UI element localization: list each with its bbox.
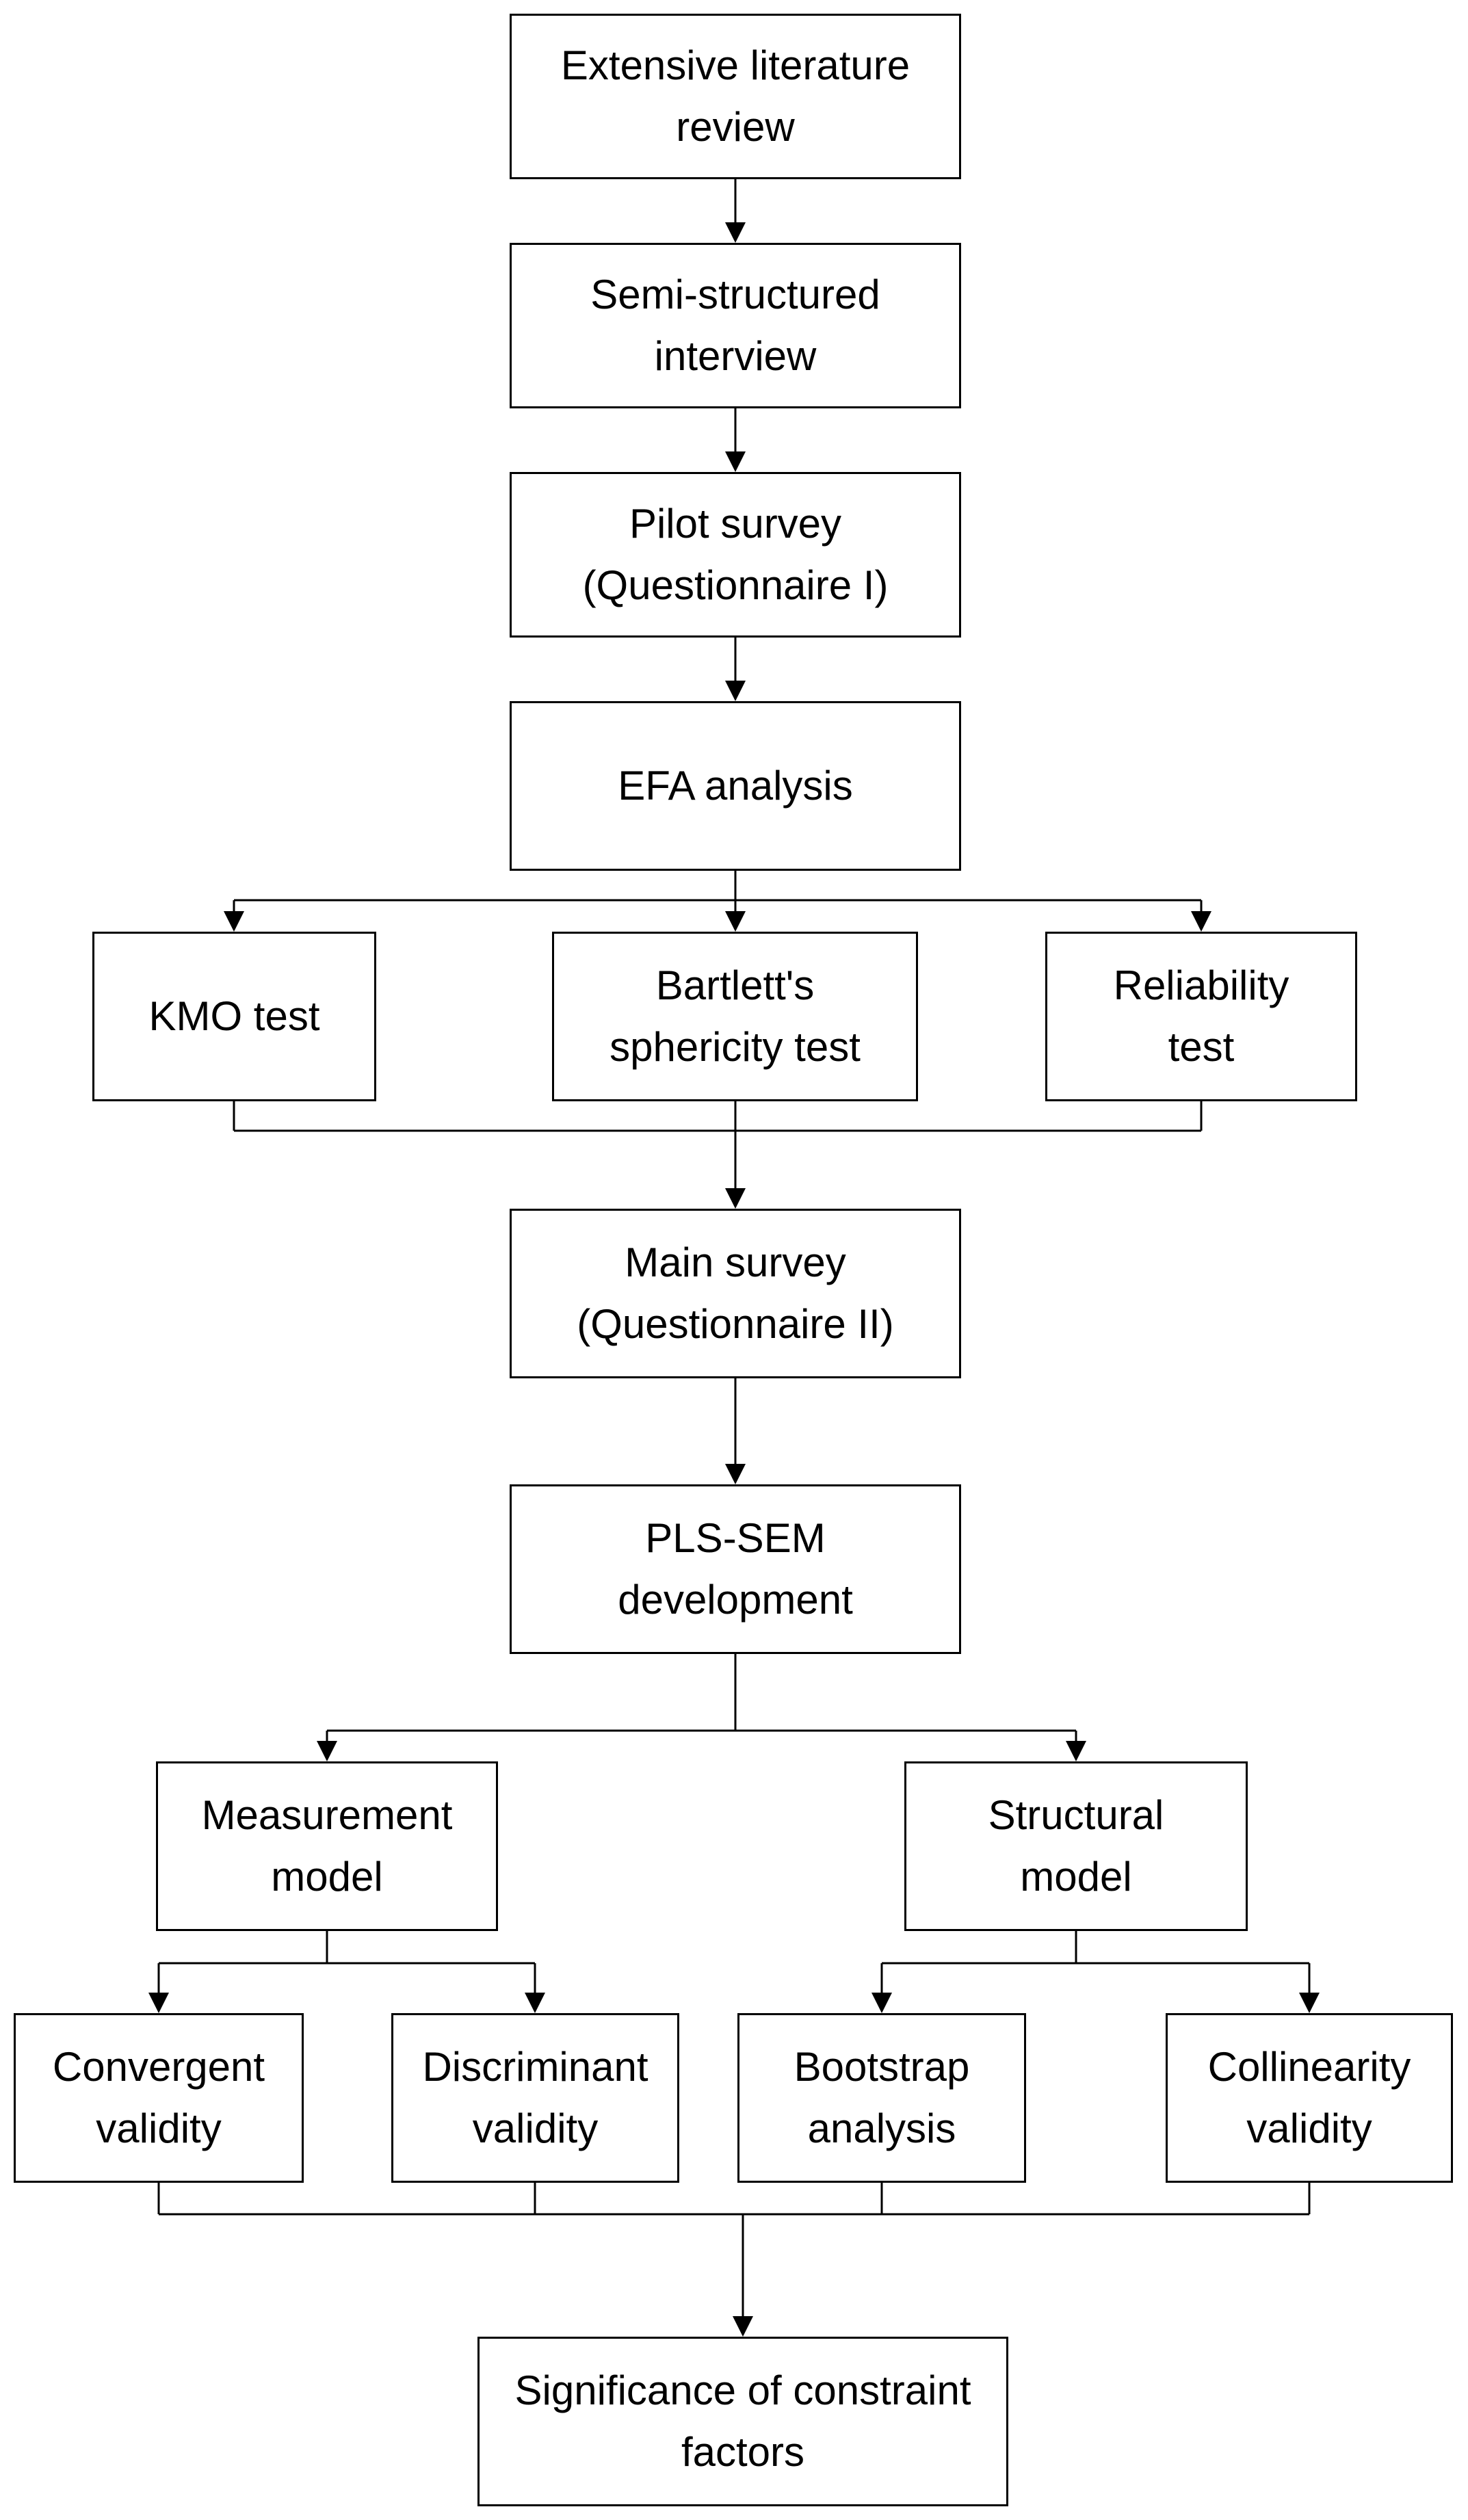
node-pilot-survey-line-2: (Questionnaire I) xyxy=(582,562,889,608)
node-measurement-model-line-2: model xyxy=(271,1854,383,1900)
node-pls-sem-development-line-2: development xyxy=(618,1577,853,1623)
node-pilot-survey-line-1: Pilot survey xyxy=(629,501,842,547)
node-discriminant-validity: Discriminant validity xyxy=(391,2013,679,2183)
node-main-survey-line-1: Main survey xyxy=(625,1239,846,1285)
node-pls-sem-development-line-1: PLS-SEM xyxy=(645,1515,826,1561)
node-collinearity-validity-line-2: validity xyxy=(1246,2105,1372,2151)
node-structural-model-line-2: model xyxy=(1020,1854,1132,1900)
node-collinearity-validity: Collinearity validity xyxy=(1166,2013,1453,2183)
node-structural-model: Structural model xyxy=(904,1761,1248,1931)
node-semi-structured-interview-line-2: interview xyxy=(654,333,817,379)
node-bootstrap-analysis-line-2: analysis xyxy=(807,2105,956,2151)
node-bartlett-sphericity-test-line-1: Bartlett's xyxy=(655,962,815,1008)
node-pls-sem-development: PLS-SEM development xyxy=(510,1484,961,1654)
node-literature-review-line-2: review xyxy=(676,104,795,150)
node-literature-review-line-1: Extensive literature xyxy=(560,42,910,88)
node-efa-analysis: EFA analysis xyxy=(510,701,961,871)
node-kmo-test: KMO test xyxy=(92,932,376,1101)
node-convergent-validity: Convergent validity xyxy=(14,2013,304,2183)
node-semi-structured-interview-line-1: Semi-structured xyxy=(590,272,880,317)
node-convergent-validity-line-2: validity xyxy=(96,2105,222,2151)
node-discriminant-validity-line-2: validity xyxy=(472,2105,599,2151)
node-discriminant-validity-line-1: Discriminant xyxy=(422,2044,648,2090)
node-kmo-test-line-1: KMO test xyxy=(148,993,320,1039)
node-literature-review: Extensive literature review xyxy=(510,14,961,179)
node-reliability-test-line-2: test xyxy=(1168,1024,1235,1070)
node-bartlett-sphericity-test: Bartlett's sphericity test xyxy=(552,932,918,1101)
node-collinearity-validity-line-1: Collinearity xyxy=(1207,2044,1411,2090)
node-measurement-model: Measurement model xyxy=(156,1761,498,1931)
node-main-survey-line-2: (Questionnaire II) xyxy=(577,1301,894,1347)
node-efa-analysis-line-1: EFA analysis xyxy=(618,763,853,809)
node-reliability-test: Reliability test xyxy=(1045,932,1357,1101)
node-structural-model-line-1: Structural xyxy=(988,1792,1164,1838)
node-bootstrap-analysis: Bootstrap analysis xyxy=(737,2013,1026,2183)
node-convergent-validity-line-1: Convergent xyxy=(52,2044,265,2090)
node-significance-line-1: Significance of constraint xyxy=(514,2367,971,2413)
node-bartlett-sphericity-test-line-2: sphericity test xyxy=(610,1024,861,1070)
node-main-survey: Main survey (Questionnaire II) xyxy=(510,1209,961,1378)
node-significance-of-constraint-factors: Significance of constraint factors xyxy=(477,2337,1008,2506)
node-reliability-test-line-1: Reliability xyxy=(1113,962,1289,1008)
node-pilot-survey: Pilot survey (Questionnaire I) xyxy=(510,472,961,638)
node-measurement-model-line-1: Measurement xyxy=(201,1792,453,1838)
node-semi-structured-interview: Semi-structured interview xyxy=(510,243,961,408)
node-significance-line-2: factors xyxy=(681,2429,805,2475)
node-bootstrap-analysis-line-1: Bootstrap xyxy=(794,2044,970,2090)
